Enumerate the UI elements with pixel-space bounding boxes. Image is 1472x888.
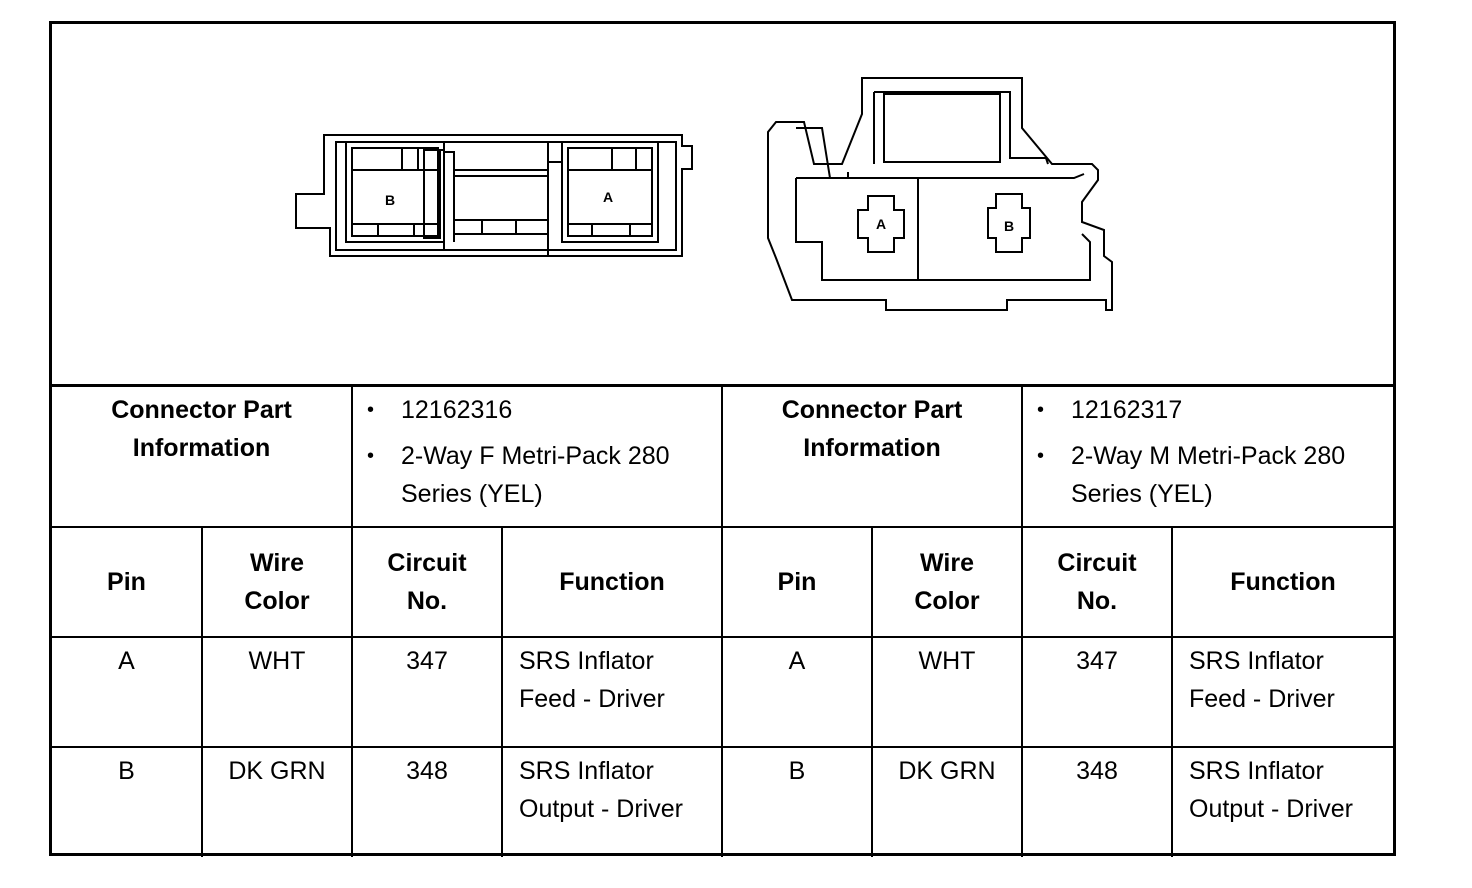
pin-cell: A xyxy=(721,635,873,748)
pin-cell: B xyxy=(721,745,873,857)
cavity-label-right-b: B xyxy=(1004,218,1014,234)
header-pin-left: Pin xyxy=(52,525,203,638)
connector-part-info-right: •12162317 •2-Way M Metri-Pack 280 Series… xyxy=(1021,384,1393,528)
pin-cell: B xyxy=(52,745,203,857)
connector-diagrams: B A A B xyxy=(295,77,1113,311)
connector-diagram-area: B A A B xyxy=(52,24,1393,384)
header-pin-right: Pin xyxy=(721,525,873,638)
circuit-cell: 348 xyxy=(351,745,503,857)
header-function-right: Function xyxy=(1171,525,1393,638)
part-number-left: •12162316 xyxy=(367,396,513,424)
connector-part-info-left: •12162316 •2-Way F Metri-Pack 280 Series… xyxy=(351,384,723,528)
connector-part-label-right: Connector Part Information xyxy=(721,384,1023,528)
cavity-label-left-a: A xyxy=(603,189,613,205)
wire-color-cell: DK GRN xyxy=(871,745,1023,857)
wire-color-cell: DK GRN xyxy=(201,745,353,857)
wire-color-cell: WHT xyxy=(201,635,353,748)
pinout-frame: B A A B xyxy=(49,21,1396,857)
circuit-cell: 348 xyxy=(1021,745,1173,857)
part-number-right: •12162317 xyxy=(1037,396,1183,424)
wire-color-cell: WHT xyxy=(871,635,1023,748)
header-function-left: Function xyxy=(501,525,723,638)
connector-info-row: Connector Part Information •12162316 •2-… xyxy=(52,384,1393,528)
circuit-cell: 347 xyxy=(1021,635,1173,748)
circuit-cell: 347 xyxy=(351,635,503,748)
connector-description-left: •2-Way F Metri-Pack 280 Series (YEL) xyxy=(367,442,670,508)
female-connector-drawing xyxy=(295,134,693,257)
cavity-label-left-b: B xyxy=(385,192,395,208)
pin-cell: A xyxy=(52,635,203,748)
male-connector-drawing xyxy=(767,77,1113,311)
connector-part-label-left: Connector Part Information xyxy=(52,384,353,528)
connector-description-right: •2-Way M Metri-Pack 280 Series (YEL) xyxy=(1037,442,1346,508)
pinout-table: Connector Part Information •12162316 •2-… xyxy=(52,384,1393,857)
cavity-label-right-a: A xyxy=(876,216,886,232)
